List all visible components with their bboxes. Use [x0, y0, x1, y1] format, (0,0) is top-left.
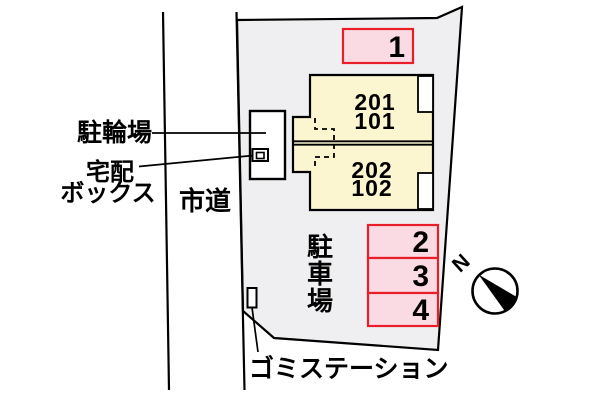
parking-space-4-number: 4 [412, 294, 429, 327]
city-road-label: 市道 [179, 186, 231, 216]
road-line-left [161, 11, 171, 391]
garbage-station-leader-line [251, 307, 259, 353]
parking-space-2 [366, 223, 440, 260]
room-number-202: 202 [351, 157, 392, 183]
room-number-102: 102 [351, 175, 392, 201]
compass: N [448, 250, 519, 315]
entrance-dashed-outline [314, 118, 335, 168]
parking-space-2-number: 2 [412, 226, 429, 259]
bicycle-parking-label: 駐輪場 [77, 118, 152, 147]
parking-lot-label-char1: 駐 [307, 232, 333, 262]
parking-lot-label-char2: 車 [307, 259, 333, 289]
garbage-station-label: ゴミステーション [249, 354, 449, 383]
road-line-right [235, 11, 246, 391]
delivery-box-leader-line [138, 154, 254, 168]
room-number-101: 101 [354, 108, 395, 134]
parking-lot-label-char3: 場 [307, 286, 333, 316]
compass-needle-icon [478, 274, 518, 312]
parking-space-4 [366, 291, 440, 328]
balcony-notch-bottom [417, 172, 434, 210]
parking-space-1 [341, 27, 415, 65]
room-number-201: 201 [354, 89, 395, 115]
bicycle-parking-structure [248, 109, 287, 181]
building-outline [291, 73, 435, 212]
delivery-box-inner [255, 151, 265, 160]
delivery-box-label-line1: 宅配 [86, 158, 134, 186]
garbage-station-box [246, 287, 258, 309]
parking-space-3-number: 3 [412, 260, 429, 293]
delivery-box-label-line2: ボックス [60, 180, 155, 207]
compass-north-label: N [448, 250, 475, 277]
balcony-notch-top [417, 75, 434, 113]
parking-space-1-number: 1 [388, 31, 405, 64]
